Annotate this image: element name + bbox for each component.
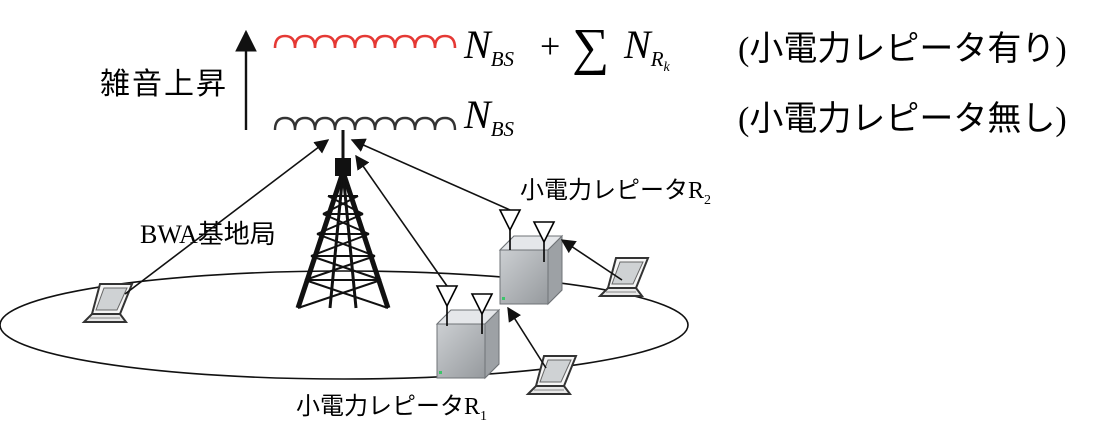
laptop-icon	[83, 283, 133, 323]
label-with-repeater: (小電力レピータ有り)	[738, 30, 1067, 68]
svg-text:+: +	[540, 26, 560, 66]
repeater-r2-label: 小電力レピータR2	[520, 177, 711, 208]
signal-arrow	[560, 239, 623, 281]
laptop-icon	[527, 355, 577, 395]
svg-text:∑: ∑	[572, 19, 609, 76]
formula-with-repeater: NBS + ∑ NRk	[463, 19, 671, 76]
noise-wave-with-repeater	[273, 34, 457, 49]
svg-text:NRk: NRk	[623, 22, 671, 75]
signal-arrow	[507, 306, 547, 369]
repeater-r1-label: 小電力レピータR1	[296, 393, 487, 424]
signal-arrow	[355, 154, 448, 287]
coverage-ellipse	[0, 270, 689, 380]
noise-rise-label: 雑音上昇	[100, 68, 228, 101]
svg-text:NBS: NBS	[463, 22, 515, 71]
laptop-icon	[599, 257, 649, 297]
formula-without-repeater: NBS	[463, 92, 515, 141]
signal-arrow	[350, 138, 511, 211]
signal-arrow	[124, 139, 330, 295]
base-station-tower	[295, 130, 391, 309]
base-station-label: BWA基地局	[140, 220, 276, 249]
label-without-repeater: (小電力レピータ無し)	[738, 100, 1067, 138]
noise-wave-without-repeater	[273, 116, 457, 131]
